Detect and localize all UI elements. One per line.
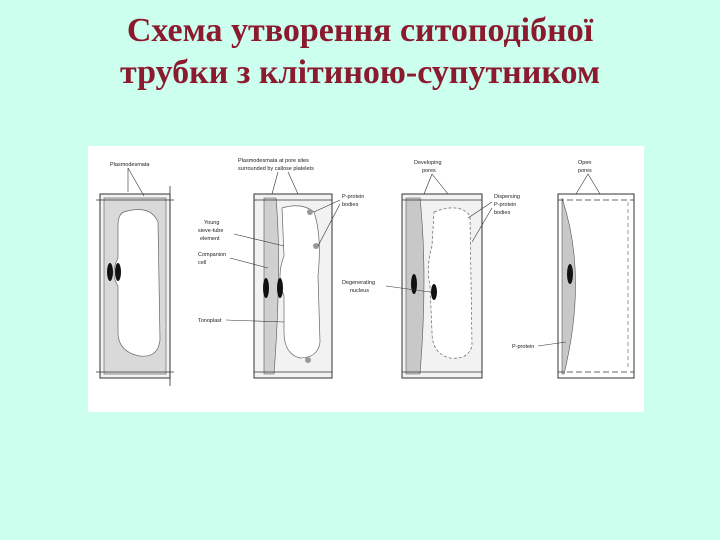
title-line-1: Схема утворення ситоподібної [126,12,594,49]
stage-1-nucleus-a [107,263,113,281]
label-p-protein-bodies-2: bodies [342,202,358,208]
sieve-tube-diagram: Plasmodesmata Plasmodesmata at pore site… [88,146,644,412]
pointer-tonoplast [225,319,285,323]
pointer-plasmodesmata-pores [271,171,299,195]
pointer-plasmodesmata [127,167,145,197]
label-plasmodesmata-pores-1: Plasmodesmata at pore sites [238,158,309,164]
stage-4-companion-cell [561,197,576,375]
label-p-protein-bodies-1: P-protein [342,194,364,200]
label-companion-1: Companion [198,252,226,258]
stage-1-vacuole [113,209,161,357]
label-young-ste-1: Young [204,220,219,226]
label-p-protein: P-protein [512,344,534,350]
stage-1-cell [96,186,174,386]
label-companion-2: cell [198,260,206,266]
label-plasmodesmata-pores-2: surrounded by callose platelets [238,166,314,172]
stage-2-p-protein-body-2 [313,243,319,249]
stage-2-p-protein-body-1 [307,209,313,215]
label-degenerating-1: Degenerating [342,280,375,286]
stage-4-nucleus [567,264,573,284]
label-dispersing-3: bodies [494,210,510,216]
label-degenerating-2: nucleus [350,288,369,294]
label-dispersing-1: Dispersing [494,194,520,200]
stage-3-vacuole [428,207,473,359]
label-plasmodesmata: Plasmodesmata [110,162,150,168]
stage-2-nucleus-b [277,278,283,298]
diagram-svg: Plasmodesmata Plasmodesmata at pore site… [96,158,635,386]
pointer-p-protein-bodies [313,199,341,247]
pointer-p-protein [537,341,567,347]
stage-3-degenerating-nucleus [431,284,437,300]
title-line-2: трубки з клітиною-супутником [119,54,601,91]
stage-1-nucleus-b [115,263,121,281]
label-young-ste-2: sieve-tube [198,228,223,234]
pointer-developing-pores [423,173,449,195]
stage-2-nucleus-a [263,278,269,298]
label-dispersing-2: P-protein [494,202,516,208]
stage-3-cell [401,193,483,379]
stage-4-cell [557,193,635,379]
label-young-ste-3: element [200,236,220,242]
pointer-open-pores [575,173,601,195]
label-developing-pores-1: Developing [414,160,442,166]
label-developing-pores-2: pores [422,168,436,174]
label-tonoplast: Tonoplast [198,318,222,324]
pointer-degenerating [385,285,431,293]
label-open-pores-1: Open [578,160,591,166]
label-open-pores-2: pores [578,168,592,174]
stage-3-nucleus-a [411,274,417,294]
stage-2-p-protein-body-3 [305,357,311,363]
slide-title: Схема утворення ситоподібної трубки з кл… [0,10,720,94]
stage-2-cell [253,193,333,379]
stage-2-vacuole [279,205,321,359]
pointer-young-ste [233,233,285,247]
pointer-dispersing [467,201,493,243]
pointer-companion [229,257,269,269]
